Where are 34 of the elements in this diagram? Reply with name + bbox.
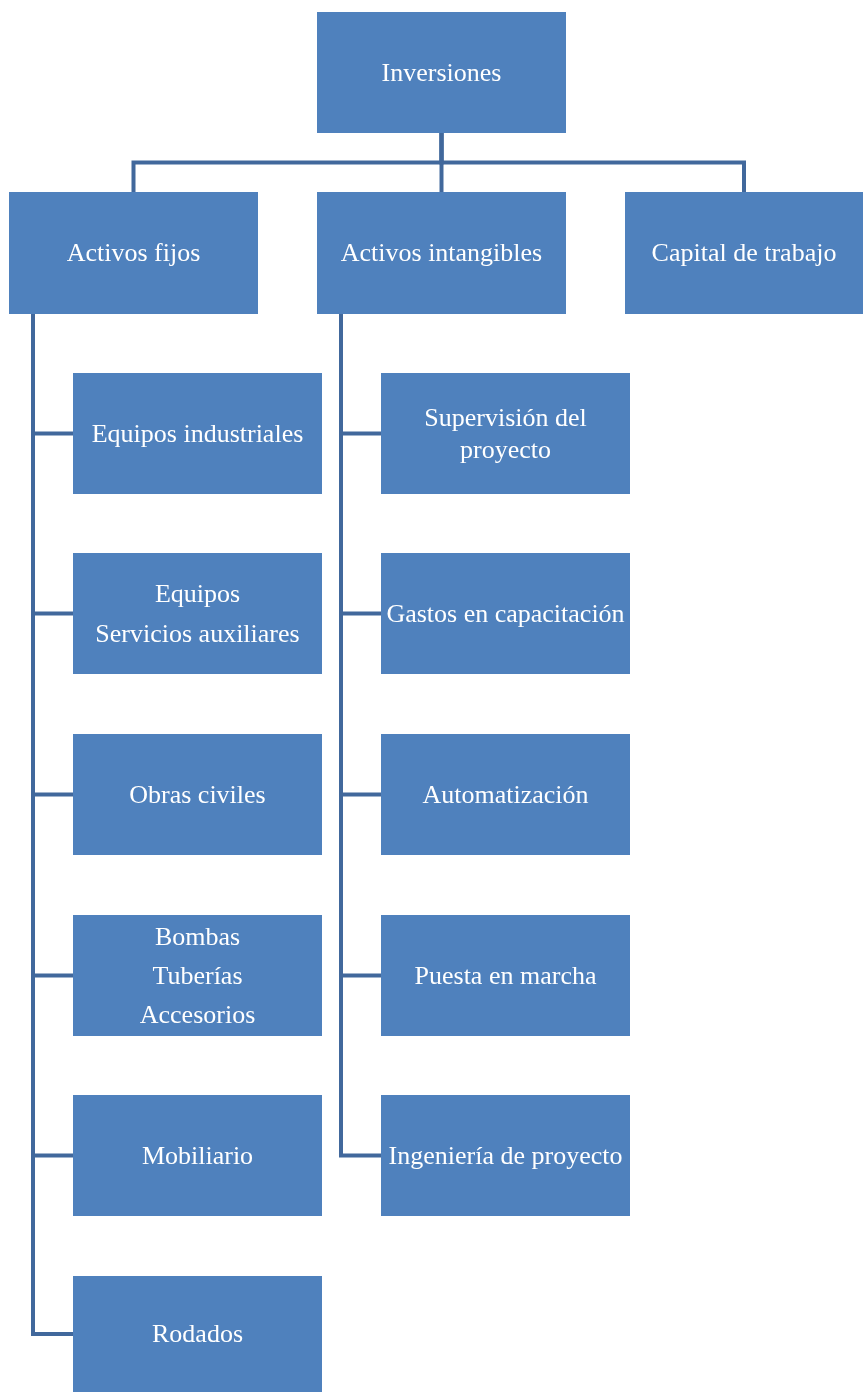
box-label: Inversiones [381,56,502,89]
box-label: Ingeniería de proyecto [388,1139,623,1172]
box-label: Rodados [152,1318,243,1350]
org-box [625,192,863,314]
box-label: Equipos industriales [91,417,304,450]
box-label: Equipos [154,578,241,610]
org-box [381,915,630,1036]
box-label: Gastos en capacitación [386,597,625,630]
org-box [9,192,258,314]
box-label: Accesorios [139,999,256,1031]
box-label: Supervisión del proyecto [423,402,588,465]
box-label: Capital de trabajo [651,237,837,269]
org-box [73,915,322,1036]
org-box [381,373,630,494]
org-box [73,373,322,494]
box-label: Bombas [154,920,241,952]
org-box [317,12,566,133]
box-label: Tuberías [152,959,243,992]
box-label: Activos fijos [66,237,201,269]
org-box [381,553,630,674]
box-label: Activos intangibles [340,237,543,269]
org-box [73,1095,322,1216]
box-label: Puesta en marcha [414,959,597,992]
connector-line [439,133,746,192]
org-box [317,192,566,314]
org-box [381,1095,630,1216]
org-box [73,553,322,674]
org-box [73,1276,322,1392]
box-label: Automatización [422,778,589,811]
box-label: Obras civiles [129,778,266,811]
org-box [73,734,322,855]
box-label: Servicios auxiliares [95,617,300,649]
box-label: Mobiliario [141,1139,254,1172]
org-box [381,734,630,855]
